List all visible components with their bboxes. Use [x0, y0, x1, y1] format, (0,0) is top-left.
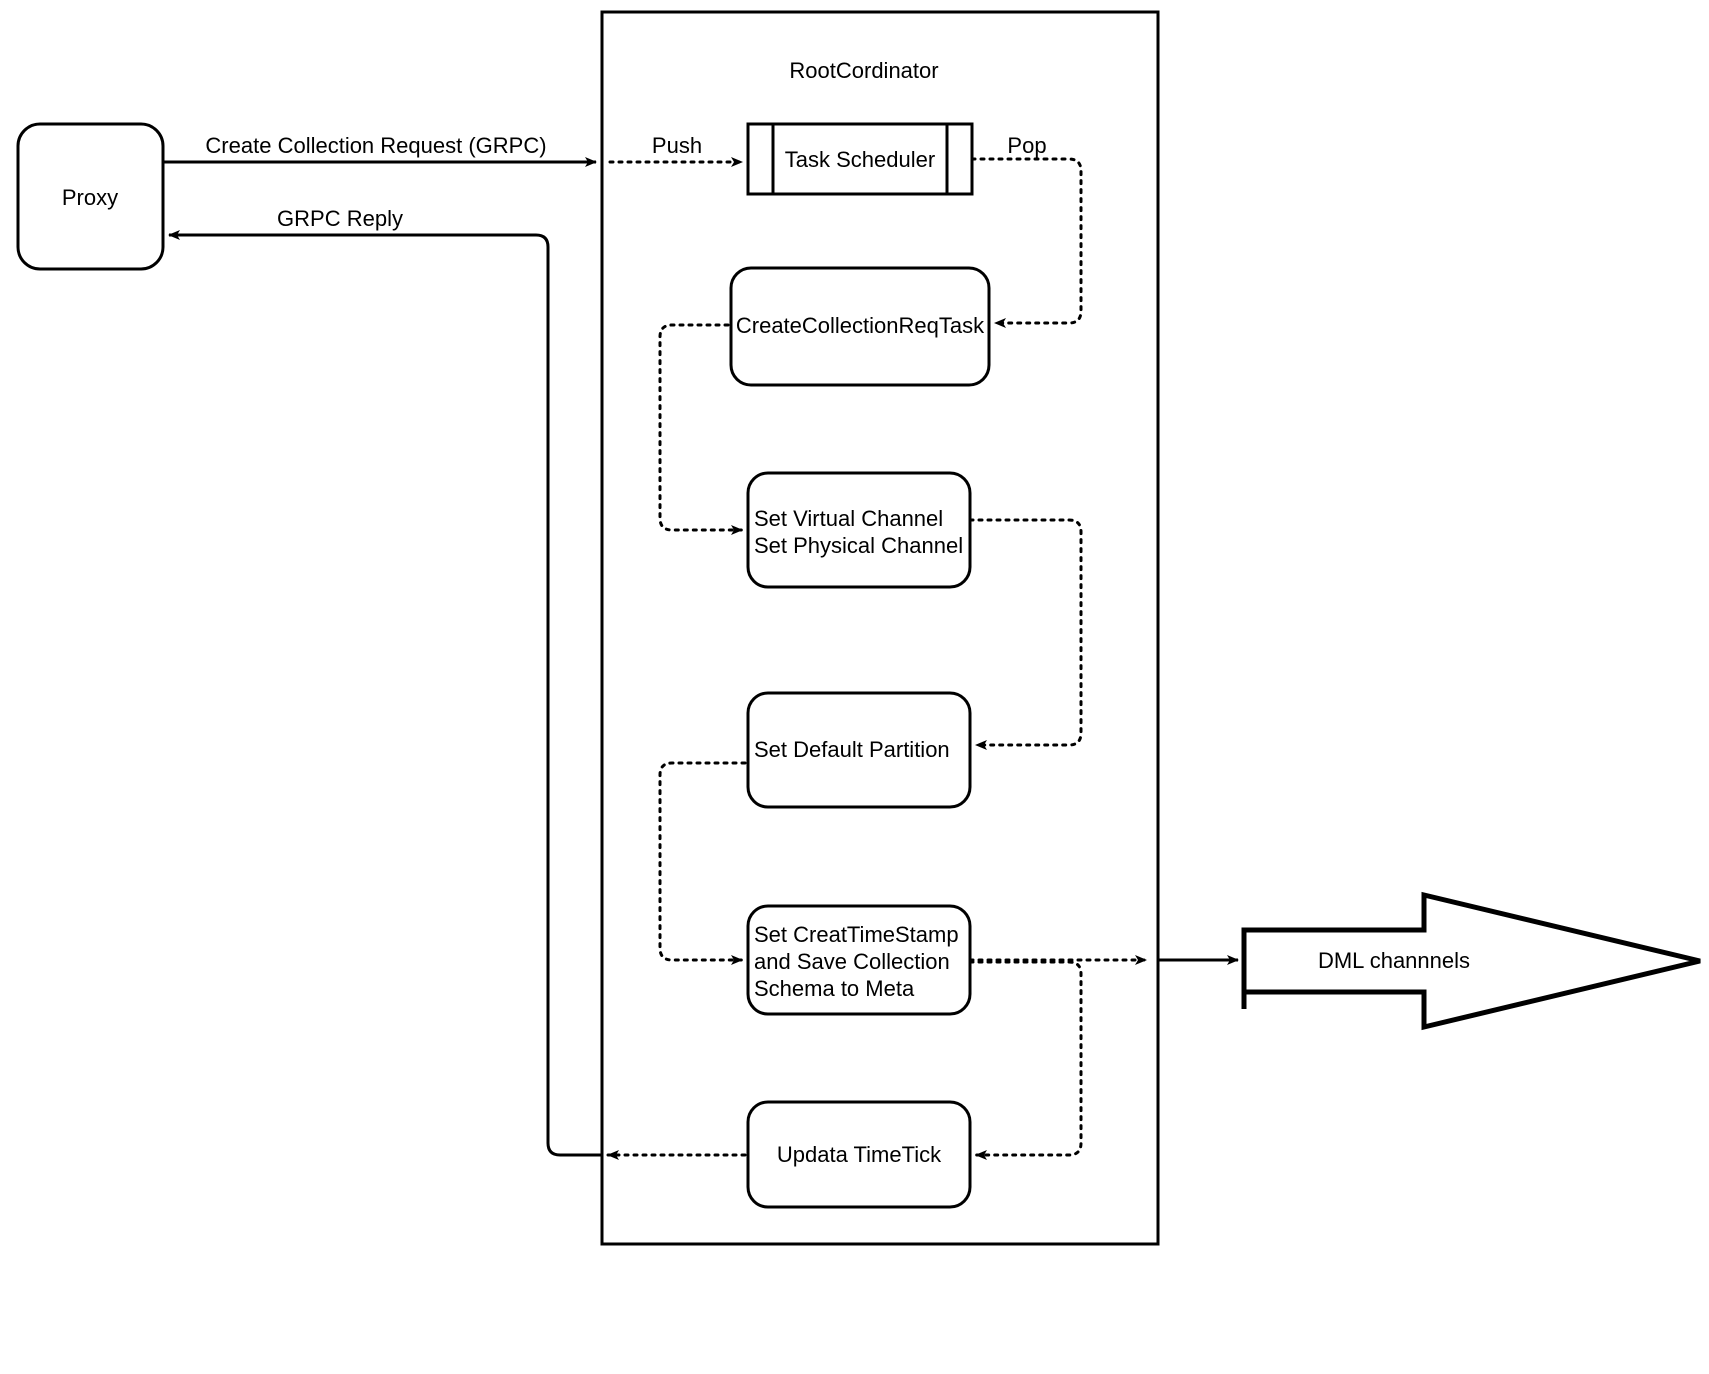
create-collection-req-task-node-shape[interactable]	[729, 266, 991, 387]
edge-pop	[970, 157, 1083, 328]
rootcordinator-container	[600, 10, 1160, 1246]
task-scheduler-node-shape[interactable]	[746, 122, 974, 196]
proxy-node-shape[interactable]	[16, 122, 165, 271]
dml-channels-node-shape[interactable]	[1241, 891, 1701, 1031]
set-default-partition-node-shape[interactable]	[746, 691, 972, 809]
edge-task-to-channels	[658, 323, 744, 535]
set-create-timestamp-node-shape[interactable]	[746, 904, 972, 1016]
edge-partition-to-timestamp	[658, 761, 747, 965]
update-timetick-node-shape[interactable]	[746, 1100, 972, 1209]
edge-channels-to-partition	[968, 518, 1083, 750]
edge-grpc-reply	[168, 230, 602, 1157]
set-channels-node-shape[interactable]	[746, 471, 972, 589]
